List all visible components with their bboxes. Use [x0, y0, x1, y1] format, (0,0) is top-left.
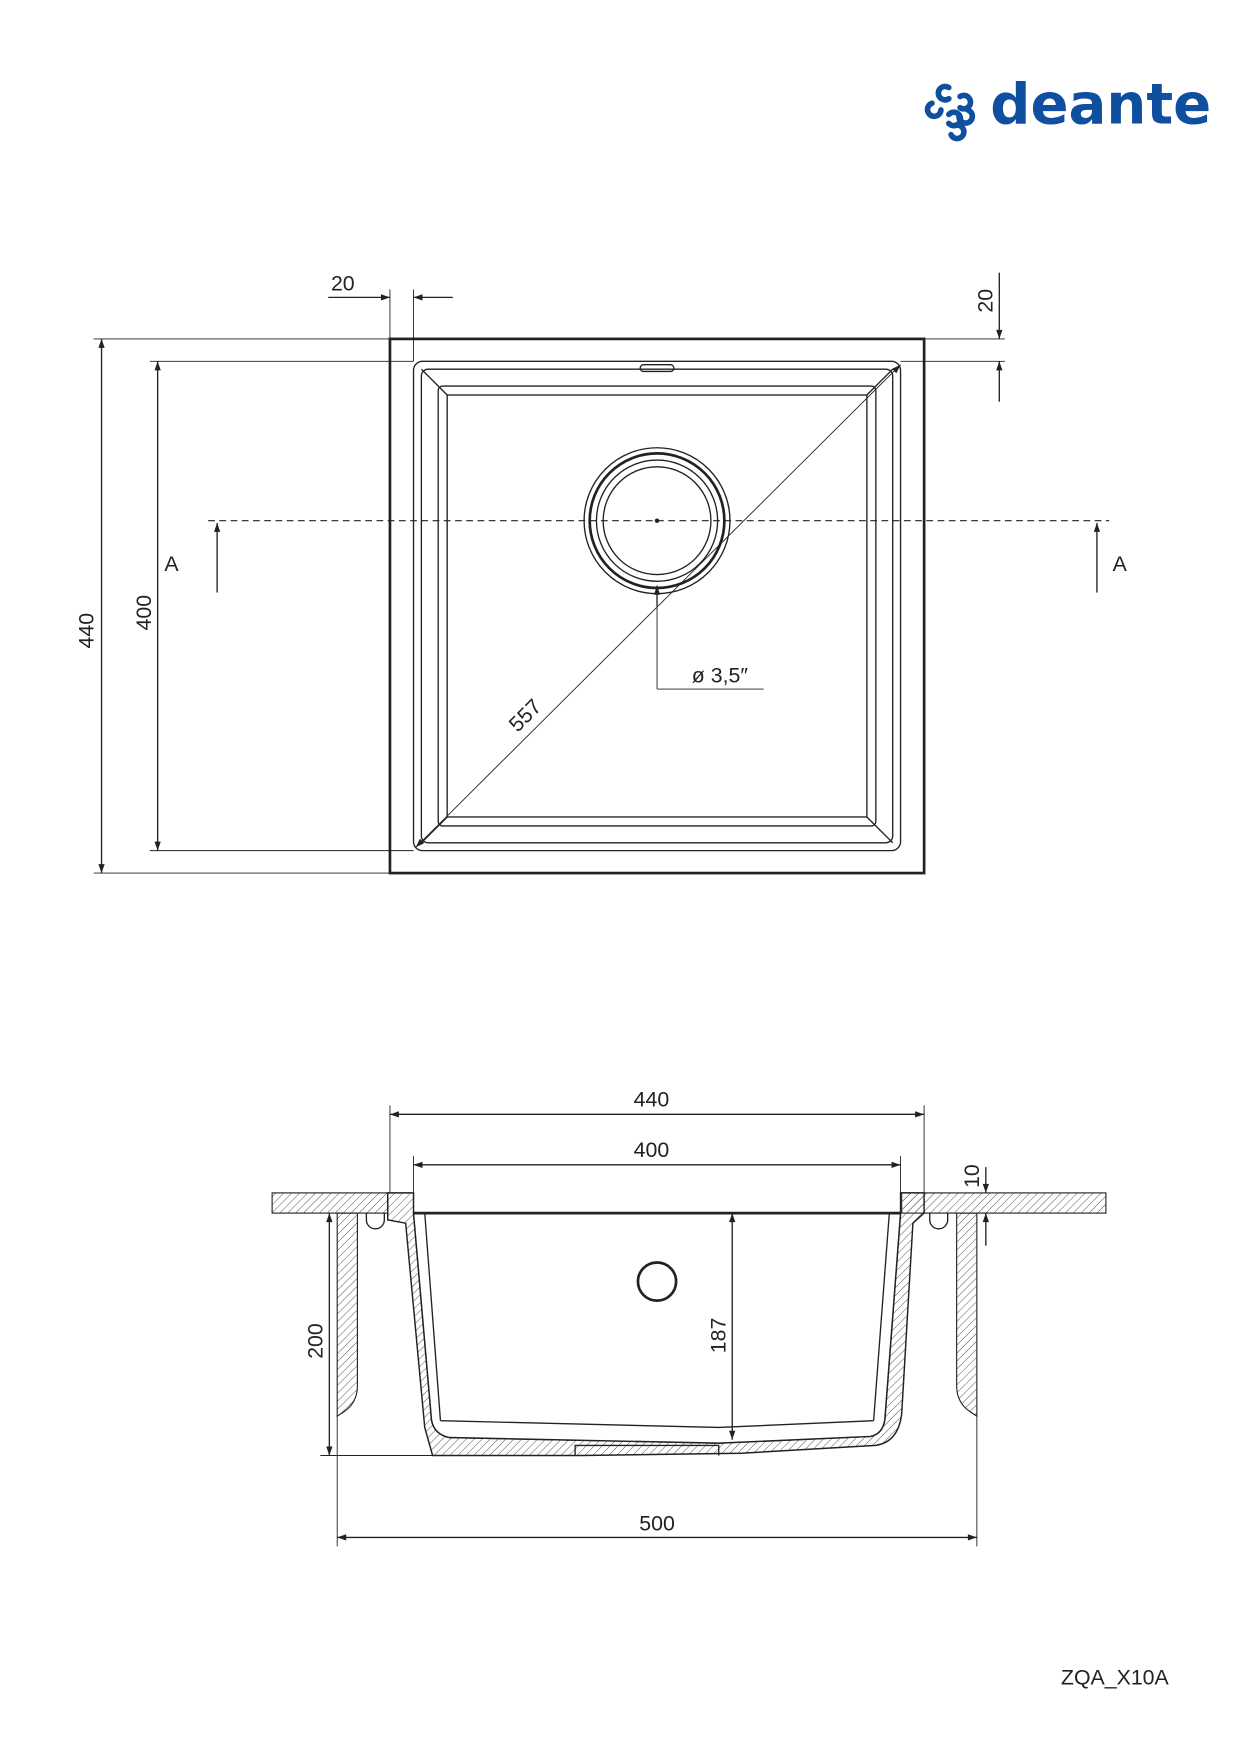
dim-inner-height-label: 400 [132, 595, 156, 631]
section-view: 440 400 10 200 187 500 [271, 1087, 1107, 1547]
dim-rim-top-label: 20 [974, 289, 998, 313]
countertop-left [271, 1192, 389, 1214]
top-view: A A 440 400 20 20 557 ø 3,5″ [75, 272, 1128, 875]
mounting-clip-left [365, 1213, 386, 1230]
section-label-right: A [1113, 552, 1128, 576]
dim-diagonal [415, 364, 901, 848]
sink-rim [412, 360, 902, 852]
mounting-clip-right [929, 1213, 949, 1230]
dim-cabinet-width-label: 500 [639, 1512, 675, 1536]
dim-rim-left-label: 20 [331, 272, 355, 296]
overflow-slot [639, 364, 675, 373]
dim-inner-width-label: 400 [634, 1138, 670, 1162]
dim-outer-height-label: 440 [75, 613, 99, 649]
sink-outer-edge [388, 337, 926, 875]
dim-total-depth-label: 200 [304, 1323, 328, 1359]
drawing-code: ZQA_X10A [1061, 1665, 1170, 1689]
dim-rim-thickness-label: 10 [960, 1164, 984, 1188]
brand-logo: deante [924, 72, 1211, 142]
brand-name: deante [990, 72, 1211, 137]
dim-outer-width-label: 440 [634, 1087, 670, 1111]
overflow-hole [636, 1261, 678, 1302]
drain-outlet [574, 1444, 720, 1456]
drain-size-label: ø 3,5″ [692, 663, 749, 687]
deante-logo-icon [924, 83, 976, 142]
dim-inner-depth-label: 187 [706, 1318, 730, 1354]
cabinet-side-left [336, 1212, 358, 1418]
section-label-left: A [164, 552, 179, 576]
countertop-right [901, 1192, 1107, 1214]
cabinet-side-right [956, 1212, 978, 1418]
dim-diagonal-label: 557 [504, 694, 546, 736]
